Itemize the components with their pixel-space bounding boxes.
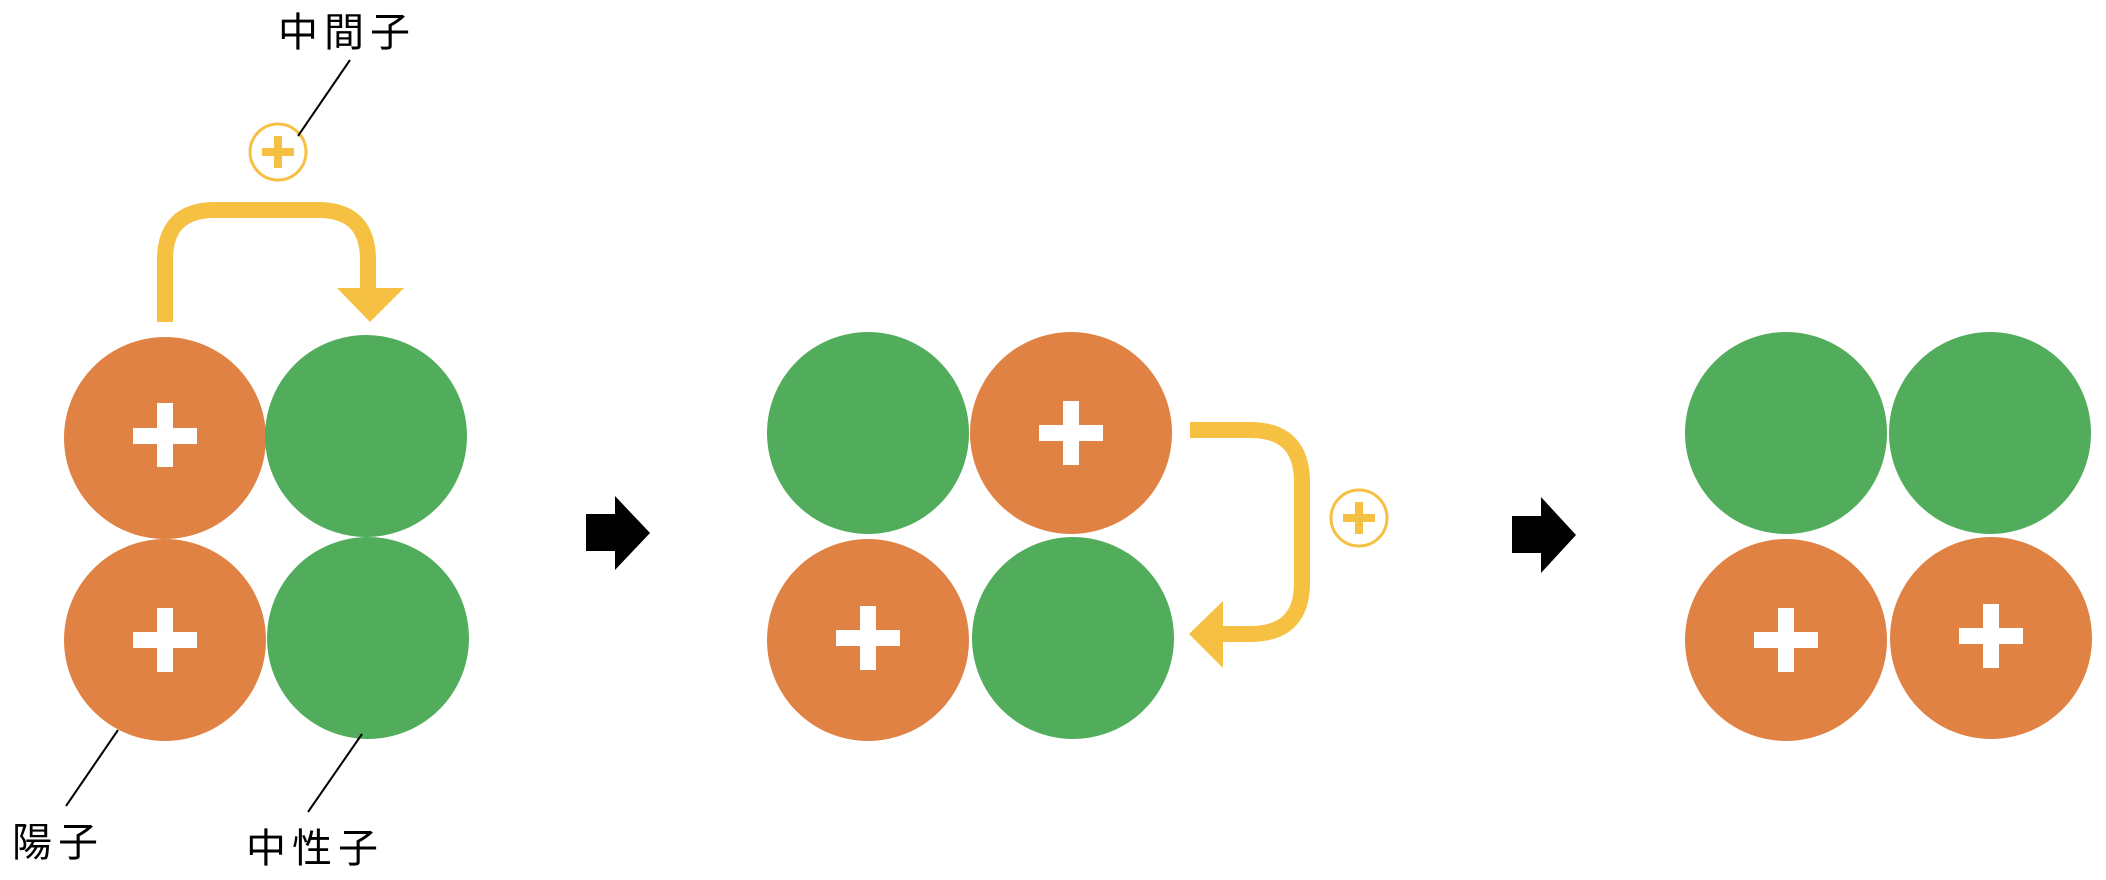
nucleon-neutron <box>767 332 969 534</box>
transition-arrow-2 <box>1512 497 1576 573</box>
nucleon-proton <box>1685 539 1887 741</box>
nucleon-proton <box>1890 537 2092 739</box>
stage-2 <box>767 332 1389 741</box>
meson-transfer-path-2 <box>1190 422 1310 642</box>
meson-particle-2 <box>1329 488 1389 548</box>
plus-icon <box>1039 401 1103 465</box>
leader-line-proton <box>65 729 119 807</box>
label-proton: 陽子 <box>12 820 104 866</box>
nucleon-neutron <box>267 537 469 739</box>
leader-line-meson <box>297 59 351 137</box>
meson-transfer-path-1 <box>157 202 376 322</box>
plus-icon <box>836 606 900 670</box>
stage-1: 中間子 陽子 中性子 <box>12 10 469 872</box>
leader-line-neutron <box>307 733 363 813</box>
plus-icon <box>133 608 197 672</box>
transition-arrow-1 <box>586 496 650 570</box>
plus-icon <box>1754 608 1818 672</box>
nucleon-proton <box>970 332 1172 534</box>
nucleon-neutron <box>265 335 467 537</box>
nucleon-proton <box>767 539 969 741</box>
nucleon-neutron <box>1685 332 1887 534</box>
meson-transfer-arrowhead-2 <box>1189 601 1223 668</box>
stage-3 <box>1685 332 2092 741</box>
label-meson: 中間子 <box>278 10 416 56</box>
meson-transfer-arrowhead-1 <box>337 288 404 322</box>
nucleon-neutron <box>972 537 1174 739</box>
meson-particle-1 <box>248 122 308 182</box>
plus-icon <box>133 403 197 467</box>
nucleon-proton <box>64 337 266 539</box>
plus-icon <box>1959 604 2023 668</box>
label-neutron: 中性子 <box>246 826 384 872</box>
nucleon-neutron <box>1889 332 2091 534</box>
nucleon-proton <box>64 539 266 741</box>
